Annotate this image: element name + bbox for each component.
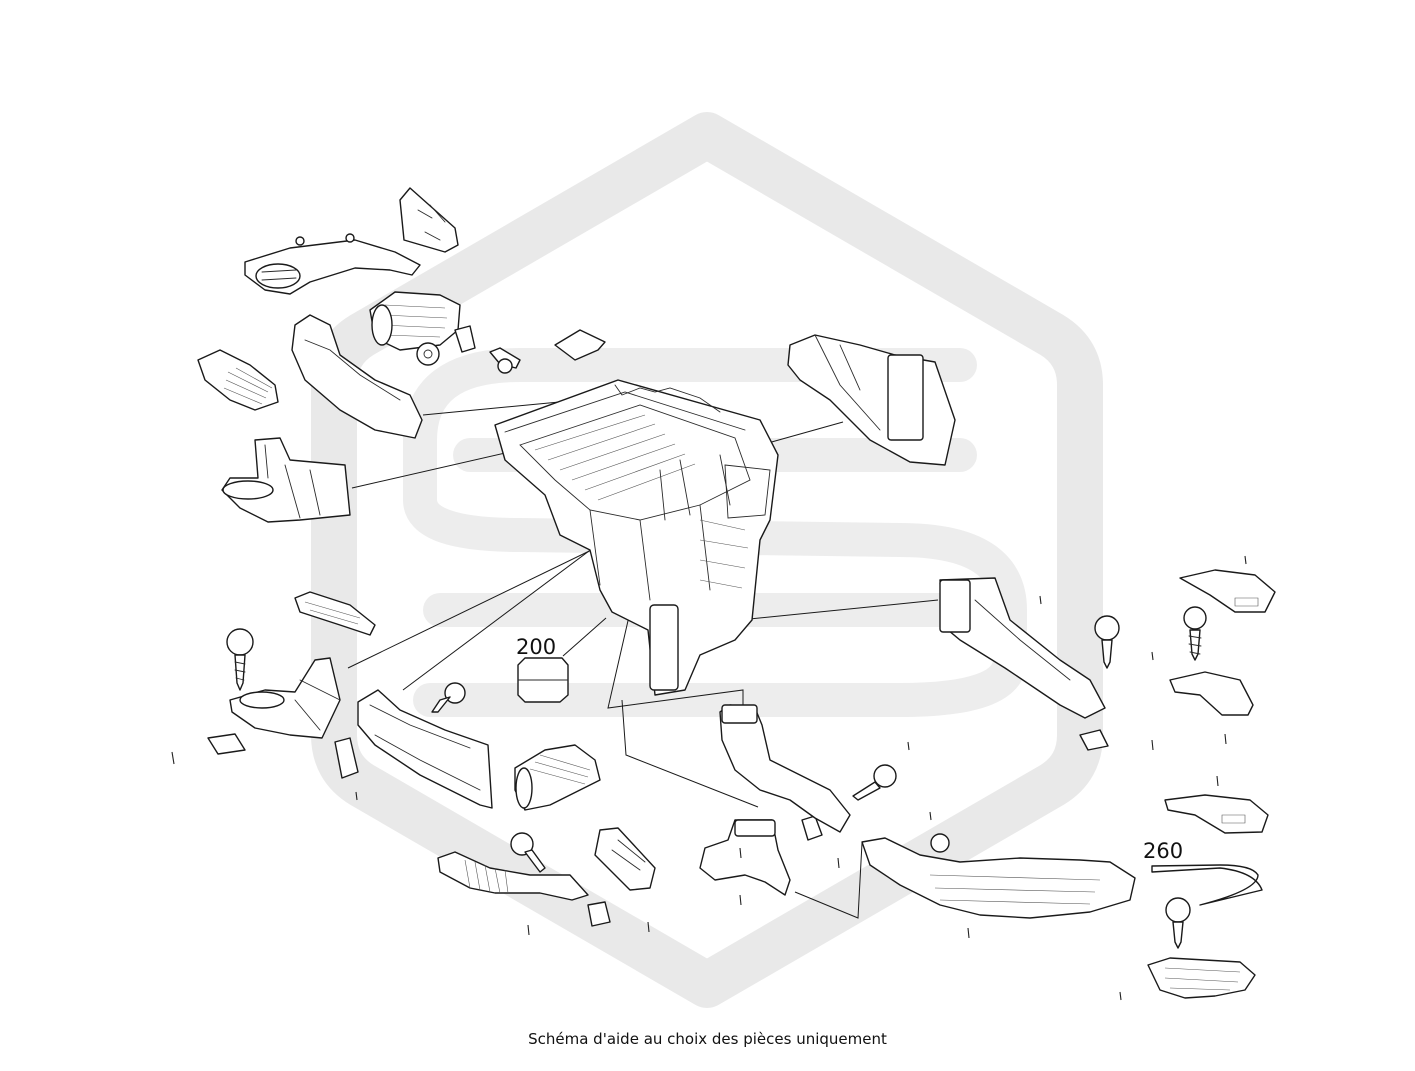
screw-right <box>1094 615 1120 669</box>
position-ticks <box>171 555 1247 1001</box>
upper-left-duct <box>244 233 421 295</box>
leader-lines <box>347 396 939 919</box>
left-small-duct <box>229 657 341 739</box>
left-lower-vent <box>294 591 376 636</box>
right-cover-1 <box>1179 569 1276 613</box>
part-label-260: 260 <box>1143 839 1183 863</box>
lower-bracket <box>594 827 656 891</box>
right-cover-3 <box>1164 794 1269 834</box>
left-long-duct <box>291 314 423 439</box>
right-mid-duct <box>939 577 1106 719</box>
lower-left-long-duct <box>357 689 493 809</box>
bottom-duct <box>699 819 791 896</box>
top-fasteners <box>416 325 606 374</box>
lower-curved-duct <box>719 704 851 833</box>
screw-right-center <box>852 764 897 801</box>
corrugated-duct <box>437 851 589 901</box>
lower-vent <box>514 744 601 811</box>
part-label-200: 200 <box>516 635 556 659</box>
hvac-housing <box>494 379 779 696</box>
screw-far-right <box>1183 606 1207 661</box>
screw-left <box>226 628 254 691</box>
screw-center <box>431 682 466 713</box>
lower-right-duct <box>861 837 1136 919</box>
center-vent-top <box>369 291 461 351</box>
right-cover-2 <box>1169 671 1254 716</box>
diagram-caption: Schéma d'aide au choix des pièces unique… <box>528 1030 887 1048</box>
right-top-duct <box>787 334 956 466</box>
top-bracket <box>399 187 459 253</box>
left-lower-duct <box>221 437 351 523</box>
left-vent-grille <box>197 349 279 411</box>
right-bottom-bracket <box>1147 957 1256 999</box>
screw-lower-right <box>1165 897 1191 949</box>
part-200-block <box>517 657 569 703</box>
clips <box>207 729 1109 927</box>
part-260-cable <box>1151 864 1263 906</box>
screw-lower-center <box>510 832 546 873</box>
